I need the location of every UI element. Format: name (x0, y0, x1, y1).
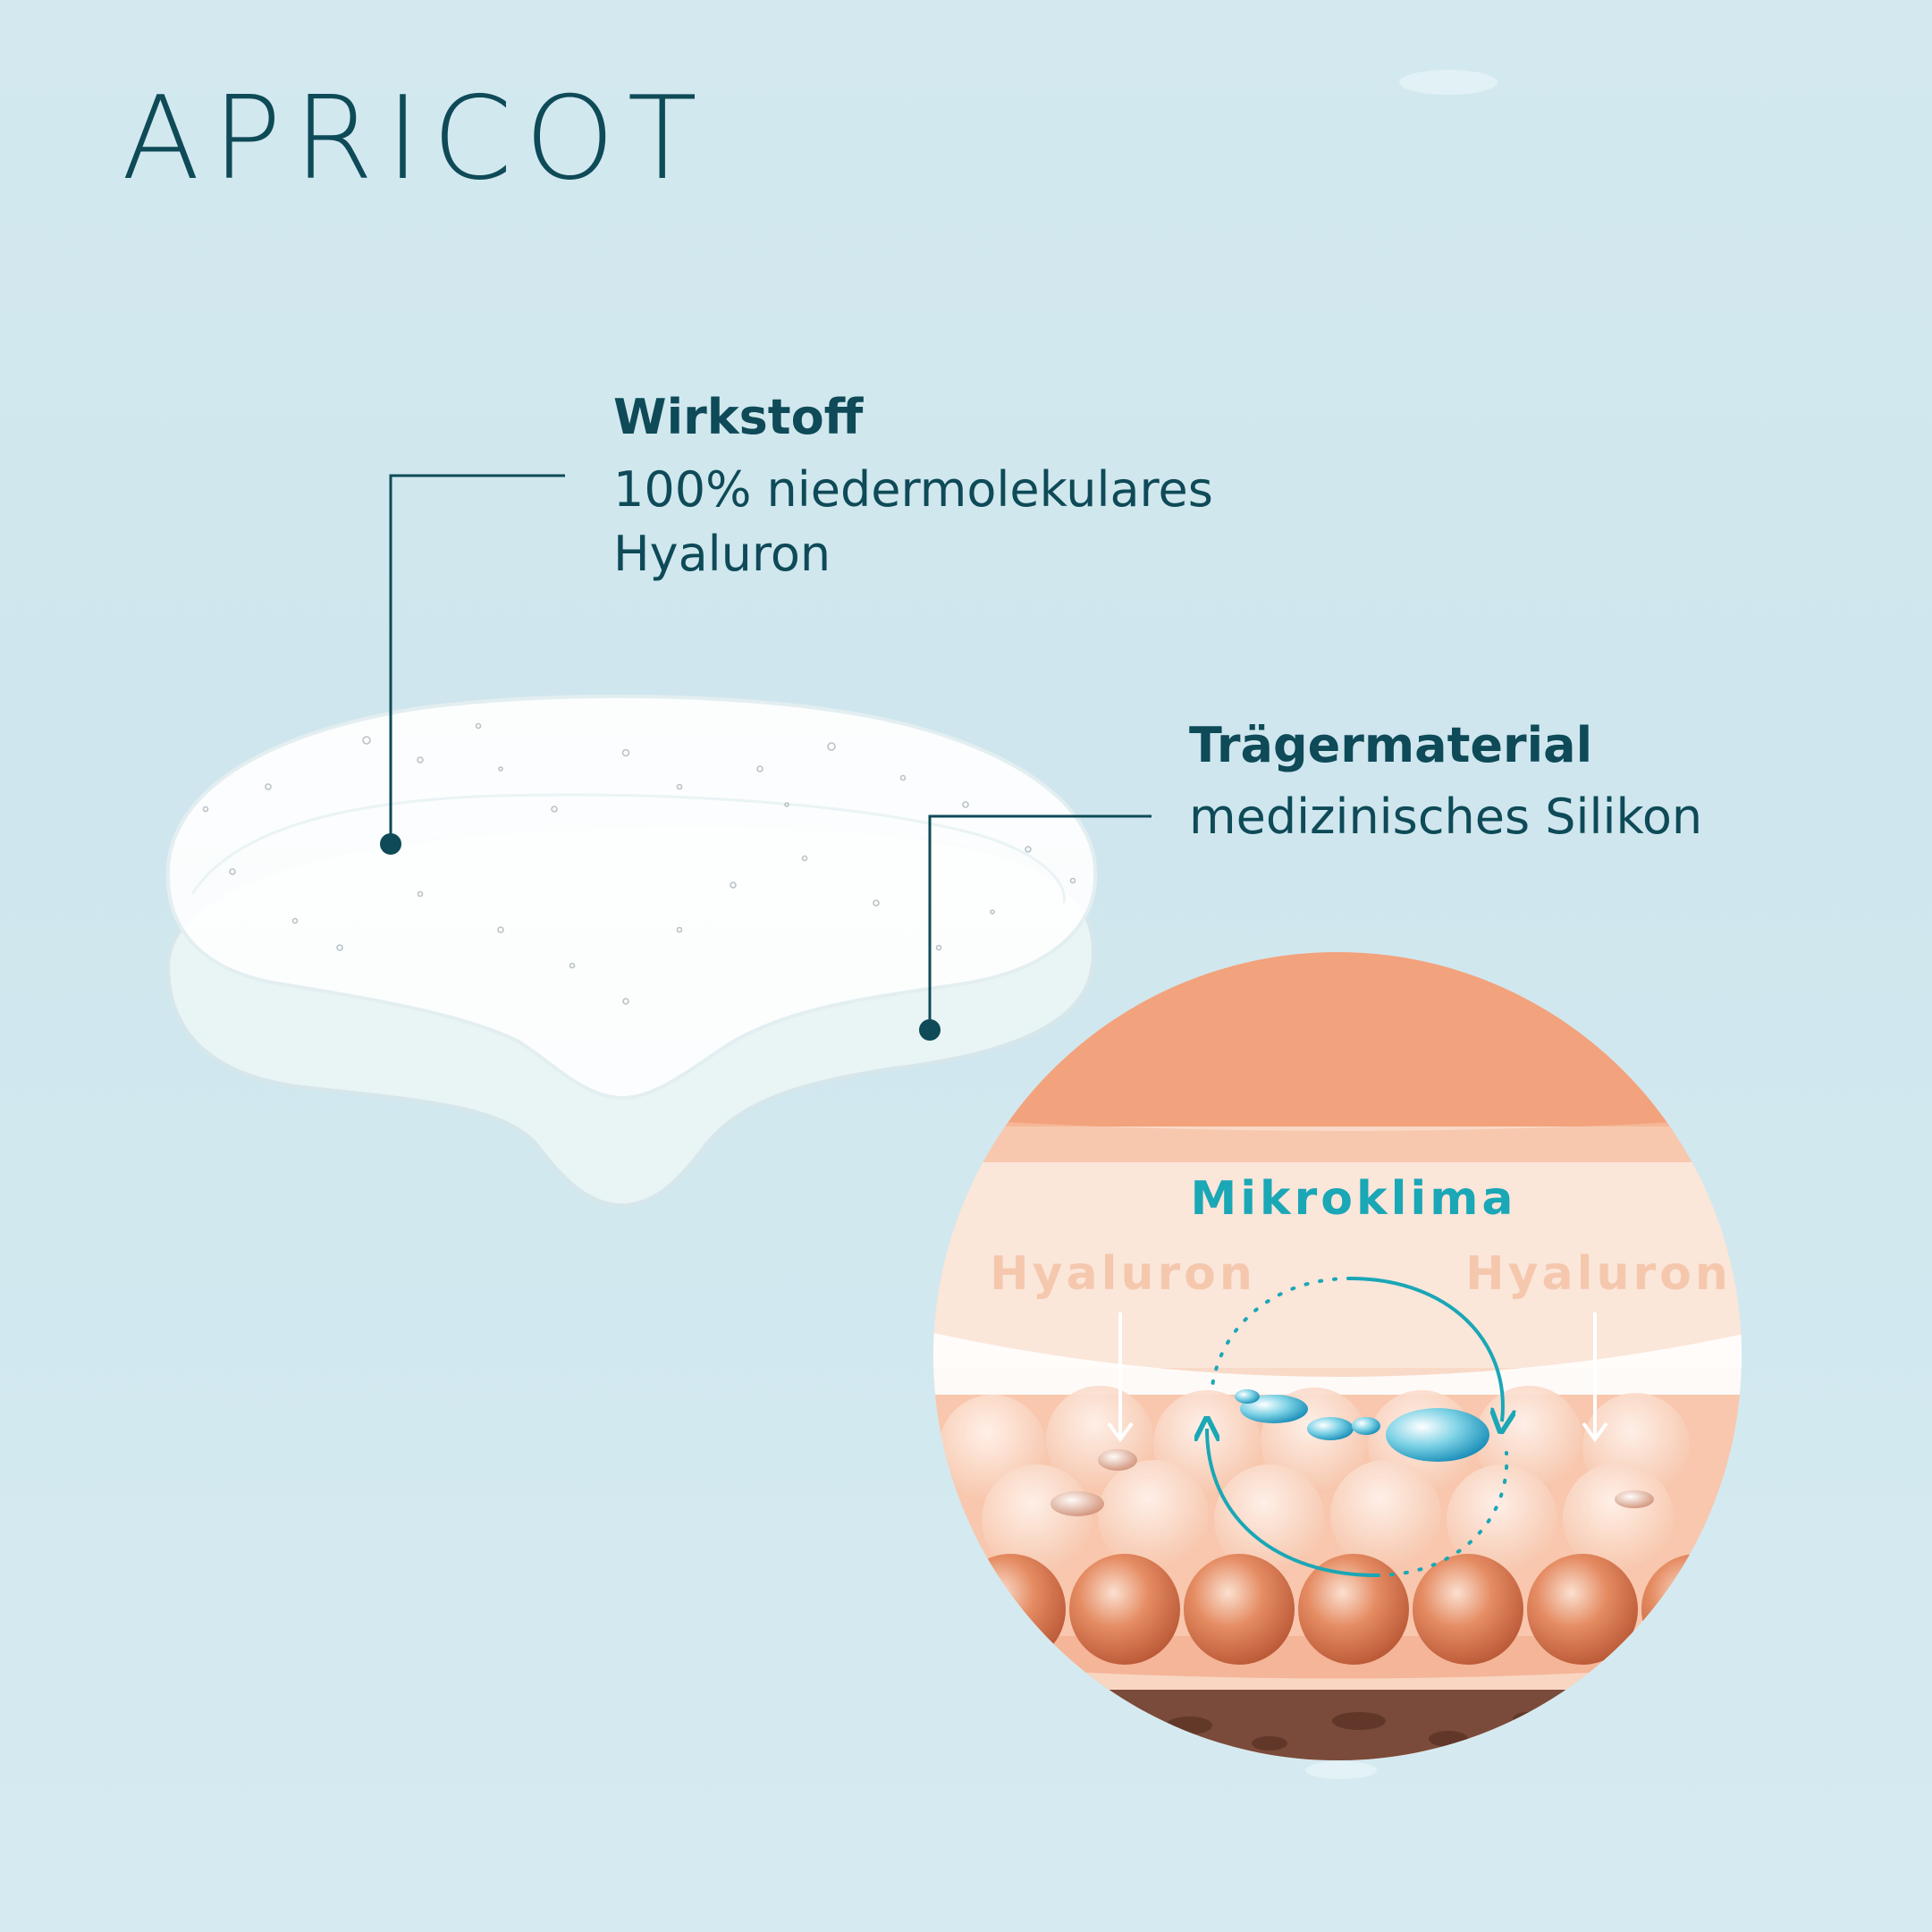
traegermaterial-marker (919, 1019, 941, 1041)
microclimate-cycle (1207, 1277, 1506, 1577)
hyaluron-droplets (1050, 1449, 1654, 1516)
moisture-droplets (1235, 1389, 1489, 1462)
gel-layer (165, 694, 1098, 1101)
gel-bubbles (202, 722, 1076, 1005)
patch-illustration (165, 694, 1098, 1208)
wirkstoff-description: 100% niedermolekulares Hyaluron (613, 458, 1213, 586)
wirkstoff-line-2: Hyaluron (613, 526, 831, 582)
hyaluron-left-label: Hyaluron (990, 1247, 1256, 1301)
traegermaterial-leader (928, 814, 1152, 1030)
wirkstoff-marker (380, 833, 401, 855)
traegermaterial-line-1: medizinisches Silikon (1189, 789, 1703, 845)
brand-logo: APRICOT (122, 72, 710, 206)
wirkstoff-leader (389, 474, 565, 844)
hyaluron-right-label: Hyaluron (1465, 1247, 1732, 1301)
traegermaterial-description: medizinisches Silikon (1189, 785, 1702, 849)
wirkstoff-title: Wirkstoff (613, 389, 864, 445)
gel-inner-rim (190, 793, 1066, 904)
mikroklima-label: Mikroklima (1190, 1172, 1516, 1226)
skin-inset: Mikroklima Hyaluron Hyaluron (933, 952, 1742, 1760)
hyaluron-arrows (1107, 1312, 1608, 1443)
background-highlights (1305, 70, 1498, 1779)
traegermaterial-title: Trägermaterial (1189, 717, 1593, 773)
leader-lines (389, 474, 1152, 1030)
wirkstoff-line-1: 100% niedermolekulares (613, 461, 1213, 518)
